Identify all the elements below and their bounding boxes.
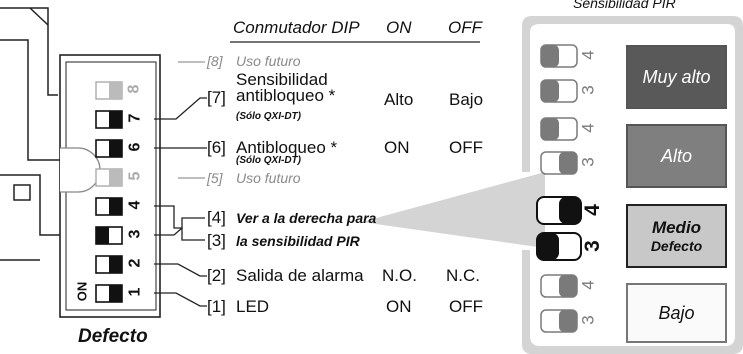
pir-panel-title: Sensibilidad PIR — [573, 0, 676, 11]
dip-switch-1[interactable] — [95, 284, 123, 303]
row1-off: OFF — [449, 297, 483, 316]
pir-digit-3-c: 3 — [580, 240, 604, 252]
dip-switch-6[interactable] — [95, 139, 123, 158]
row1-name: LED — [236, 297, 270, 316]
row3-num: [3] — [207, 231, 226, 250]
dip-number-5: 5 — [126, 171, 144, 181]
pir-switches-alto — [540, 117, 578, 175]
pir-digit-3-d: 3 — [578, 315, 598, 325]
pir-panel-connector — [362, 172, 545, 248]
header-on: ON — [386, 18, 412, 37]
row1-num: [1] — [207, 297, 226, 316]
dip-switch-4[interactable] — [95, 197, 123, 216]
pir-level-medio-label: Medio — [651, 218, 702, 237]
pir-digit-4-b: 4 — [578, 123, 598, 133]
device-housing — [0, 7, 60, 261]
pir-level-muy-alto-label: Muy alto — [642, 66, 711, 87]
pir-level-bajo-label: Bajo — [658, 302, 695, 323]
row6-off: OFF — [449, 138, 483, 157]
dip-number-8: 8 — [125, 84, 143, 94]
row2-num: [2] — [207, 266, 226, 285]
pir-switches-muy-alto — [540, 44, 578, 103]
pir-level-medio-sub: Defecto — [650, 238, 703, 254]
row2-off: N.C. — [446, 266, 480, 285]
row2-name: Salida de alarma — [236, 266, 364, 285]
pir-digit-4-a: 4 — [578, 50, 598, 60]
header-switch: Conmutador DIP — [233, 18, 360, 37]
row6-num: [6] — [207, 138, 226, 157]
row3-name: la sensibilidad PIR — [236, 233, 360, 249]
pir-level-medio: Medio Defecto — [626, 204, 727, 268]
row7-name: Sensibilidad antibloqueo * — [236, 70, 336, 105]
row4-name: Ver a la derecha para — [236, 210, 377, 226]
dip-number-3: 3 — [126, 229, 144, 239]
dip-switch-2[interactable] — [95, 255, 123, 274]
dip-switch-7[interactable] — [95, 110, 123, 129]
row8-num: [8] — [207, 53, 223, 69]
dip-number-1: 1 — [126, 287, 144, 297]
row2-on: N.O. — [382, 266, 417, 285]
row5-num: [5] — [207, 170, 223, 186]
dip-switch-3[interactable] — [95, 226, 123, 245]
dip-switch-8[interactable] — [95, 81, 123, 100]
default-caption: Defecto — [78, 326, 148, 347]
row6-note: (Sólo QXI-DT) — [236, 155, 301, 166]
row1-on: ON — [386, 297, 412, 316]
row7-off: Bajo — [449, 90, 484, 109]
pir-level-alto: Alto — [626, 124, 727, 188]
pir-level-alto-label: Alto — [660, 145, 693, 166]
pir-digit-4-d: 4 — [578, 280, 598, 290]
on-marker: ON — [74, 281, 90, 302]
dip-number-6: 6 — [126, 142, 144, 152]
pir-digit-3-a: 3 — [578, 85, 598, 95]
pir-level-bajo: Bajo — [626, 283, 727, 343]
row8-name: Uso futuro — [236, 53, 301, 69]
row6-name: Antibloqueo * — [236, 138, 338, 157]
led-lens — [60, 147, 101, 193]
header-off: OFF — [448, 18, 482, 37]
pir-level-muy-alto: Muy alto — [626, 45, 727, 109]
row7-num: [7] — [207, 88, 226, 107]
dip-number-2: 2 — [126, 258, 144, 268]
pir-digit-3-b: 3 — [578, 157, 598, 167]
row4-num: [4] — [207, 208, 226, 227]
row7-note: (Sólo QXI-DT) — [236, 111, 301, 122]
pir-digit-4-c: 4 — [580, 204, 604, 216]
pir-switches-bajo — [540, 274, 578, 333]
row6-on: ON — [384, 138, 410, 157]
dip-number-7: 7 — [126, 113, 144, 123]
pir-switches-medio — [536, 196, 582, 261]
row5-name: Uso futuro — [236, 170, 301, 186]
dip-number-4: 4 — [126, 200, 144, 210]
dip-switch-5[interactable] — [95, 168, 123, 187]
row7-on: Alto — [384, 90, 414, 109]
leader-lines — [154, 61, 207, 307]
